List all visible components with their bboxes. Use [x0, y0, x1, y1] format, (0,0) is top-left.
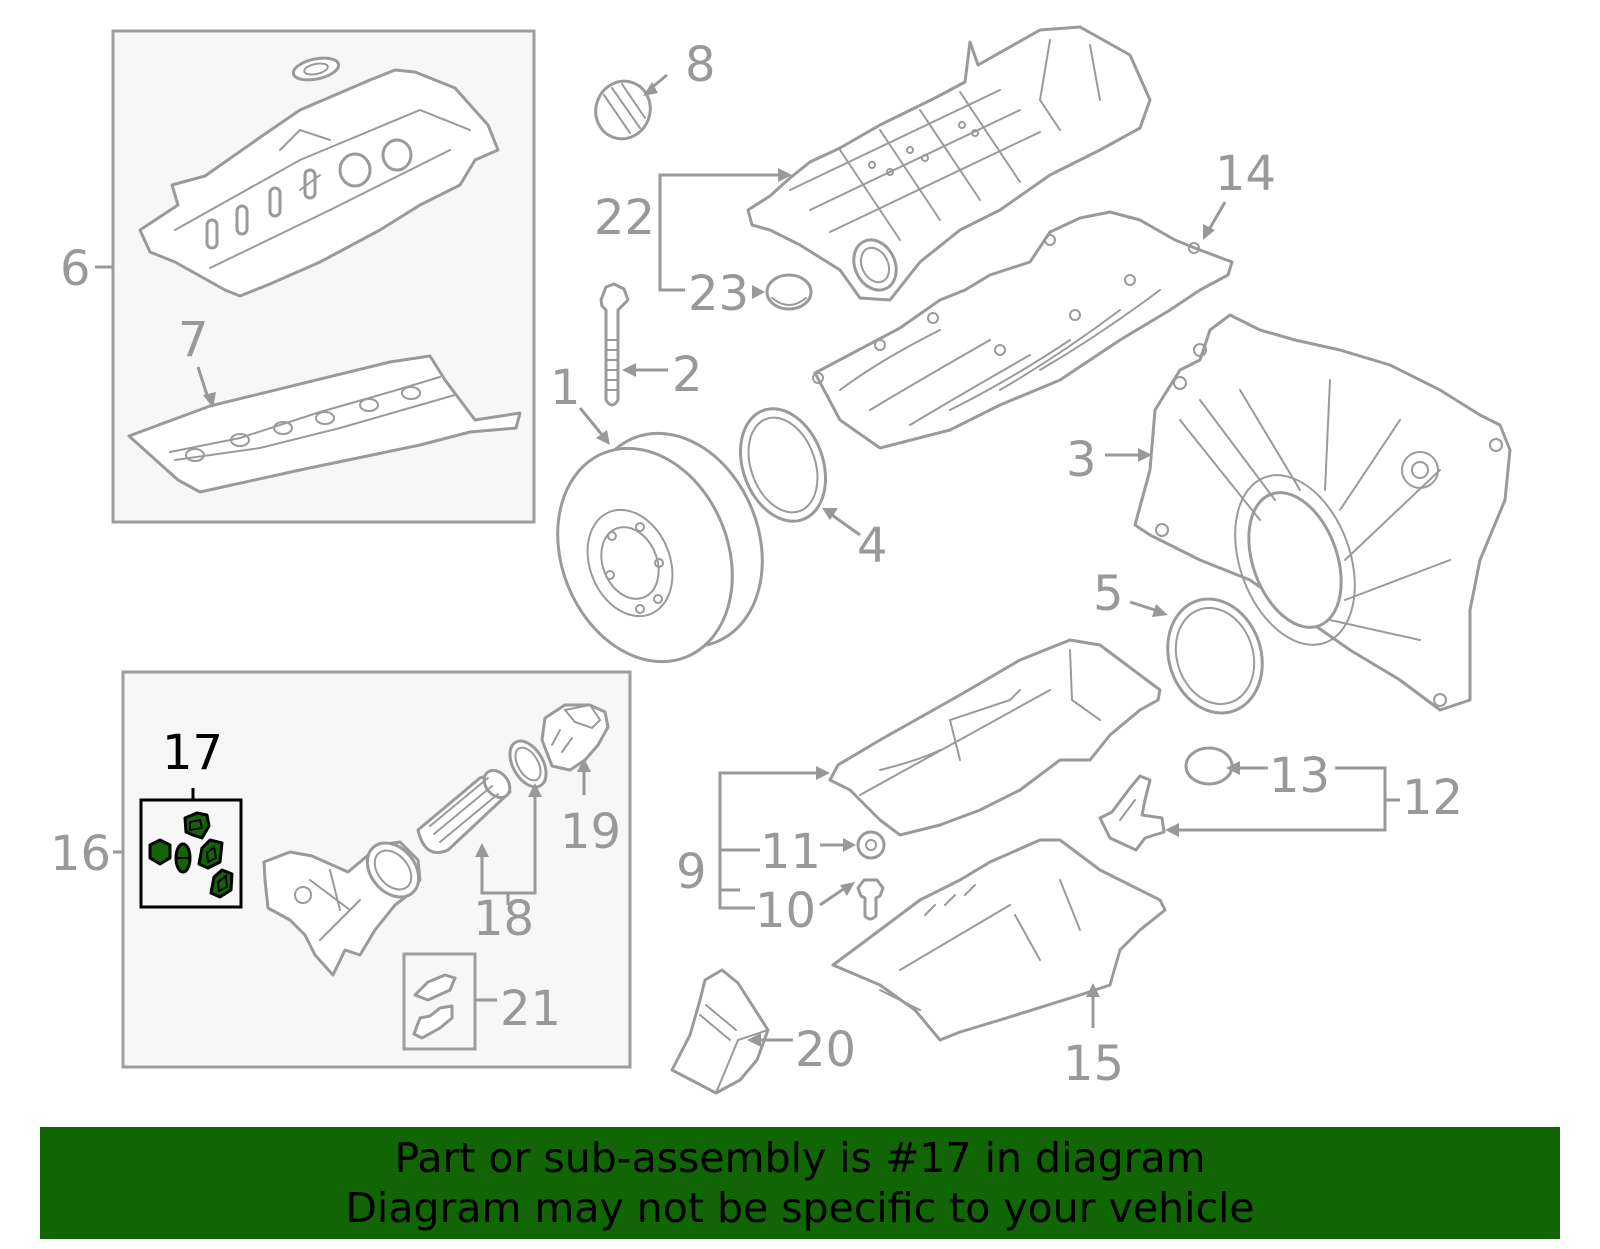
oil-pan-lower-part-15[interactable]: [831, 838, 1167, 1042]
callout-11[interactable]: 11: [760, 824, 821, 880]
sensor-part-12[interactable]: [1098, 774, 1166, 852]
callout-8[interactable]: 8: [685, 37, 716, 93]
callout-2[interactable]: 2: [672, 347, 703, 403]
inset-oil-filter-housing-group: 17 19 18: [121, 670, 632, 1069]
callout-15[interactable]: 15: [1063, 1036, 1124, 1092]
valve-cover-gasket-part-7[interactable]: [127, 354, 522, 494]
clips-part-21[interactable]: [402, 952, 477, 1051]
callout-3[interactable]: 3: [1066, 432, 1097, 488]
banner-line-disclaimer: Diagram may not be specific to your vehi…: [345, 1184, 1255, 1232]
valve-cover-seal-ring: [291, 56, 341, 82]
callout-9[interactable]: 9: [676, 844, 707, 900]
washer-part-11[interactable]: [856, 830, 886, 860]
drain-plug-part-10[interactable]: [856, 878, 885, 921]
seal-part-13[interactable]: [1184, 746, 1234, 786]
valve-cover-part-6[interactable]: [138, 68, 500, 298]
seal-kit-part-17[interactable]: [148, 811, 234, 899]
callout-5[interactable]: 5: [1093, 566, 1124, 622]
seal-part-5[interactable]: [1153, 587, 1276, 726]
cover-part-22[interactable]: [746, 25, 1152, 302]
callout-23[interactable]: 23: [688, 266, 749, 322]
cap-part-8[interactable]: [588, 74, 659, 147]
filter-housing-part-16[interactable]: [262, 833, 429, 977]
bolt-part-2[interactable]: [599, 282, 630, 407]
callout-22[interactable]: 22: [594, 190, 655, 246]
seal-part-23[interactable]: [765, 273, 813, 311]
callout-18[interactable]: 18: [473, 891, 534, 947]
cover-part-20[interactable]: [670, 968, 770, 1095]
callout-4[interactable]: 4: [857, 518, 888, 574]
callout-19[interactable]: 19: [560, 804, 621, 860]
callout-6[interactable]: 6: [60, 241, 91, 297]
housing-part-3[interactable]: [1133, 313, 1512, 712]
callout-12[interactable]: 12: [1402, 770, 1463, 826]
seal-part-4[interactable]: [726, 397, 841, 533]
callout-16[interactable]: 16: [50, 826, 111, 882]
callout-21[interactable]: 21: [500, 981, 561, 1037]
oil-pan-upper-part-9[interactable]: [828, 638, 1162, 837]
callout-13[interactable]: 13: [1269, 748, 1330, 804]
baffle-part-14[interactable]: [812, 210, 1234, 450]
highlight-box-part-17[interactable]: [139, 788, 243, 909]
filter-element-part-18[interactable]: [416, 765, 515, 854]
callout-17[interactable]: 17: [162, 725, 223, 781]
filter-cap-part-19[interactable]: [540, 703, 610, 772]
callout-7[interactable]: 7: [178, 312, 209, 368]
callout-14[interactable]: 14: [1215, 146, 1276, 202]
filter-oring-part-18[interactable]: [503, 735, 554, 793]
callout-1[interactable]: 1: [550, 360, 581, 416]
callout-10[interactable]: 10: [755, 883, 816, 939]
pulley-part-1[interactable]: [527, 407, 793, 688]
info-banner: Part or sub-assembly is #17 in diagram D…: [40, 1127, 1560, 1239]
inset-valve-cover-group: 7: [111, 29, 536, 524]
callout-20[interactable]: 20: [795, 1022, 856, 1078]
banner-line-part-number: Part or sub-assembly is #17 in diagram: [394, 1134, 1206, 1182]
